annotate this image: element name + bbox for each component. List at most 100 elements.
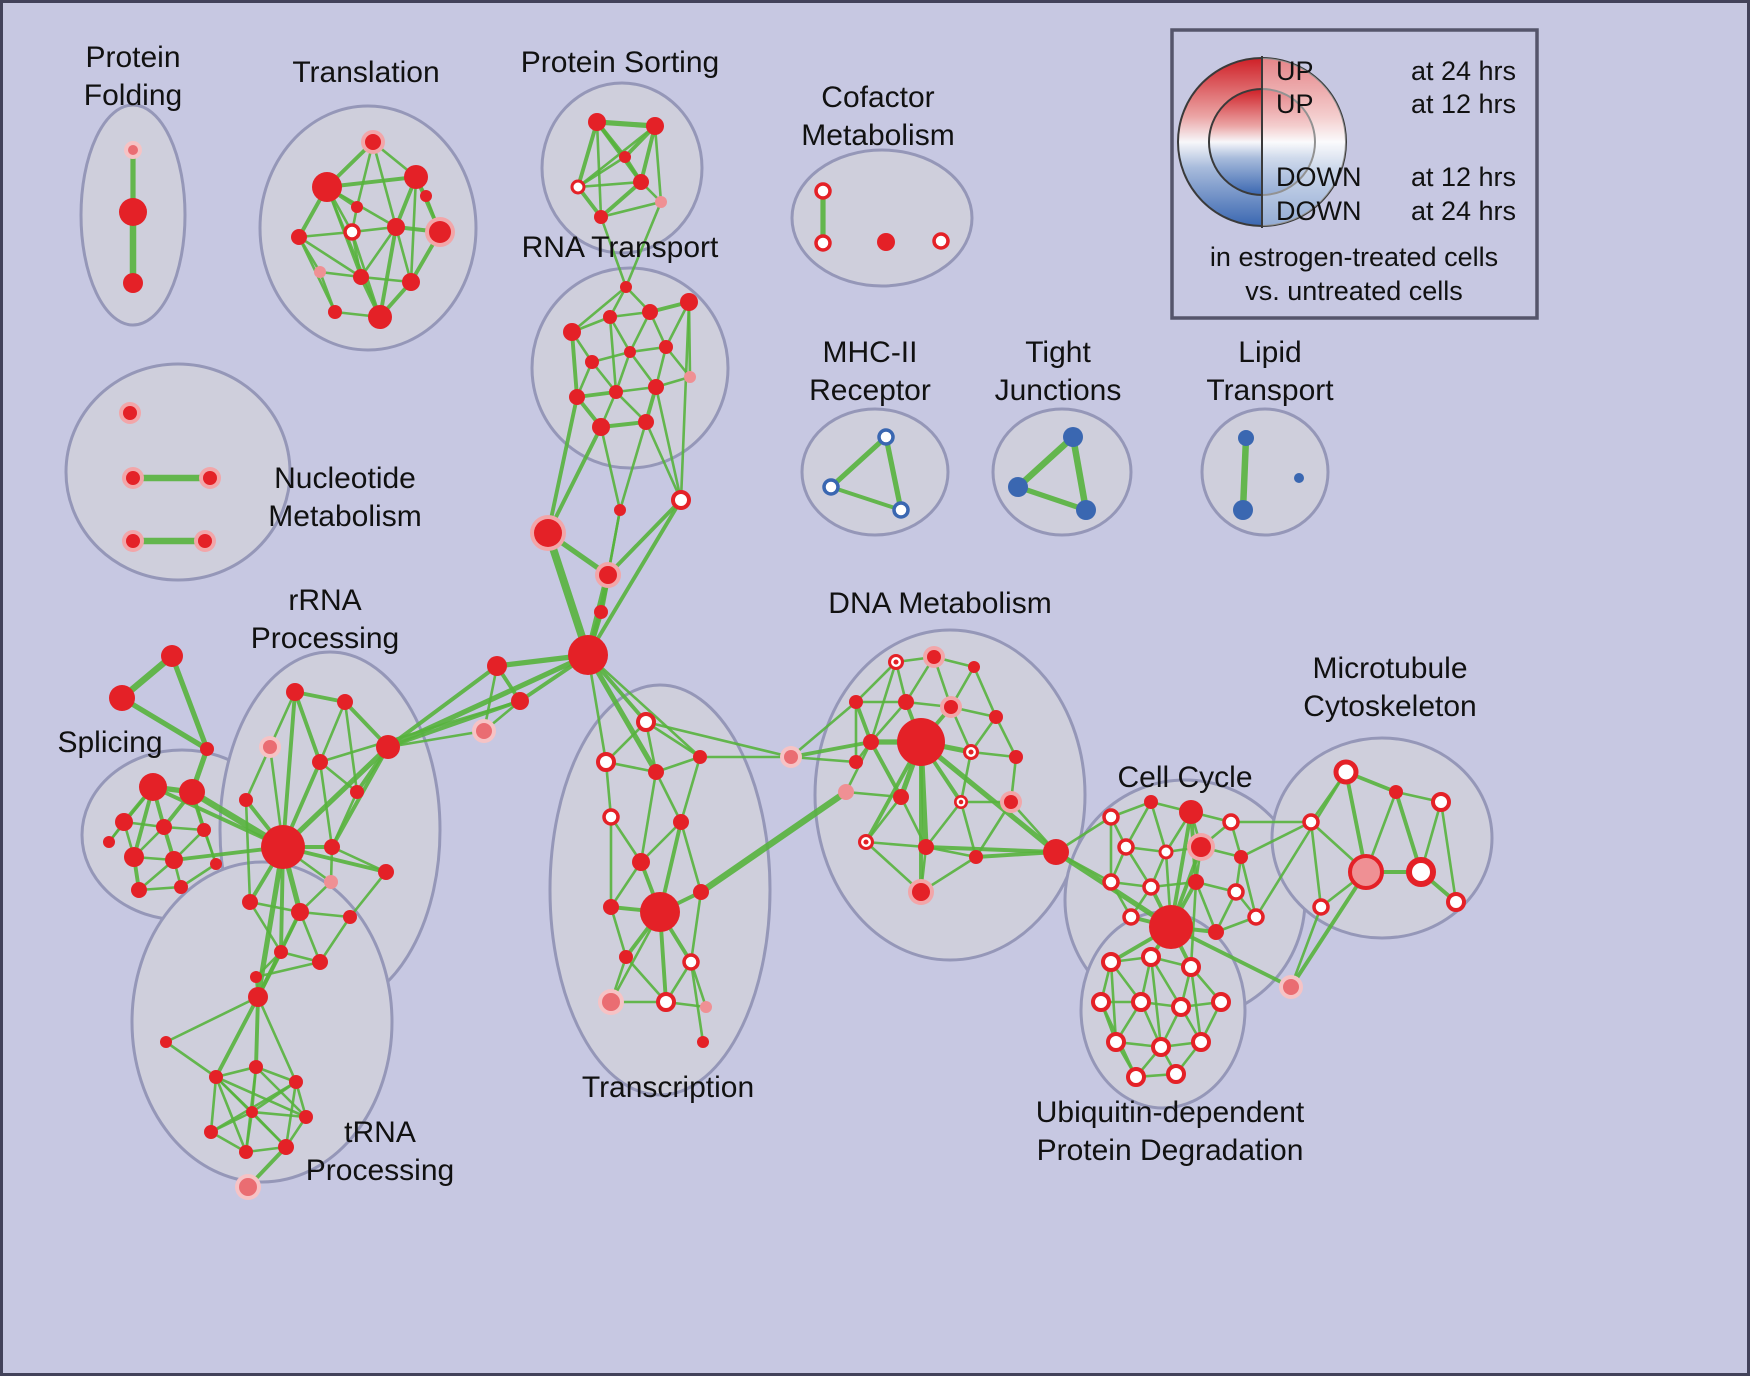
cluster-ellipse-dna-metabolism xyxy=(813,628,1087,962)
network-node xyxy=(209,1070,223,1084)
network-edge xyxy=(119,695,210,752)
cluster-label-lipid-transport: Transport xyxy=(1206,374,1334,407)
network-node xyxy=(940,696,962,718)
network-node xyxy=(239,793,253,807)
network-node xyxy=(368,305,392,329)
network-node xyxy=(1348,854,1384,890)
network-node xyxy=(1171,997,1191,1017)
network-node xyxy=(898,694,914,710)
network-node xyxy=(1131,992,1151,1012)
network-node xyxy=(638,414,654,430)
network-node xyxy=(487,656,507,676)
network-node xyxy=(595,562,621,588)
network-node xyxy=(1151,1037,1171,1057)
network-edge xyxy=(255,844,286,1000)
network-node xyxy=(1101,952,1121,972)
network-edge xyxy=(209,1075,218,1134)
network-edge xyxy=(599,425,622,512)
network-edge xyxy=(624,955,668,1004)
cluster-label-lipid-transport: Lipid xyxy=(1238,336,1301,369)
network-node xyxy=(1181,957,1201,977)
network-node xyxy=(250,971,262,983)
network-node xyxy=(1294,473,1304,483)
network-edge xyxy=(1239,434,1250,514)
network-edge xyxy=(318,699,522,764)
network-node xyxy=(648,764,664,780)
network-node xyxy=(343,223,361,241)
network-node xyxy=(387,218,405,236)
cluster-label-cell-cycle: Cell Cycle xyxy=(1117,761,1252,794)
network-node xyxy=(877,428,895,446)
network-edge xyxy=(828,434,889,490)
network-edge xyxy=(576,124,657,189)
network-edge xyxy=(586,498,683,657)
network-node xyxy=(160,1036,172,1048)
network-node xyxy=(684,371,696,383)
network-node xyxy=(194,530,216,552)
network-node xyxy=(1091,992,1111,1012)
network-node xyxy=(324,875,338,889)
network-node xyxy=(923,646,945,668)
network-node xyxy=(361,130,385,154)
network-node xyxy=(420,190,432,202)
network-node xyxy=(1312,898,1330,916)
network-node xyxy=(697,1036,709,1048)
network-node xyxy=(1222,813,1240,831)
network-edge xyxy=(654,385,683,502)
cluster-ellipse-transcription xyxy=(548,683,772,1097)
network-node xyxy=(1211,992,1231,1012)
network-node xyxy=(376,735,400,759)
network-node xyxy=(1141,947,1161,967)
network-edge xyxy=(318,760,334,849)
network-node xyxy=(780,746,802,768)
network-node xyxy=(596,752,616,772)
network-edge xyxy=(974,850,1058,859)
cluster-label-cofactor-metabolism: Cofactor xyxy=(821,81,934,114)
network-node xyxy=(299,1110,313,1124)
network-node xyxy=(425,217,455,247)
cluster-label-microtubule-cytoskeleton: Microtubule xyxy=(1312,652,1467,685)
network-node xyxy=(932,232,950,250)
network-edge xyxy=(169,653,210,752)
network-node xyxy=(1008,477,1028,497)
network-node xyxy=(1431,792,1451,812)
network-node xyxy=(199,467,221,489)
network-node xyxy=(350,785,364,799)
network-node xyxy=(1158,844,1174,860)
network-node xyxy=(614,504,626,516)
network-node xyxy=(989,710,1003,724)
network-edge xyxy=(1239,820,1313,859)
network-node xyxy=(632,853,650,871)
network-node xyxy=(278,1139,294,1155)
network-node xyxy=(1122,908,1140,926)
legend-level-label: DOWN xyxy=(1276,196,1361,226)
network-edge xyxy=(869,700,908,744)
network-node xyxy=(655,196,667,208)
network-node xyxy=(204,1125,218,1139)
network-node xyxy=(261,825,305,869)
network-edge xyxy=(214,1075,254,1114)
network-edge xyxy=(1149,800,1168,854)
network-node xyxy=(620,281,632,293)
network-node xyxy=(863,734,879,750)
network-node xyxy=(139,773,167,801)
cluster-label-ubiquitin-dependent-protein-degradation: Ubiquitin-dependent xyxy=(1036,1096,1305,1129)
network-node xyxy=(174,880,188,894)
network-node xyxy=(1234,850,1248,864)
network-node xyxy=(1238,430,1254,446)
network-node xyxy=(242,894,258,910)
network-edge xyxy=(1069,433,1090,514)
network-edge xyxy=(151,785,285,849)
network-edge xyxy=(244,798,252,904)
network-edge xyxy=(789,740,873,759)
network-edge xyxy=(318,700,347,764)
network-node xyxy=(248,987,268,1007)
network-node xyxy=(609,385,623,399)
network-edge xyxy=(679,755,702,824)
network-edge xyxy=(1014,433,1077,491)
network-node xyxy=(968,661,980,673)
network-edge xyxy=(959,750,973,804)
legend-time-label: at 12 hrs xyxy=(1411,162,1516,192)
network-node xyxy=(246,1106,258,1118)
